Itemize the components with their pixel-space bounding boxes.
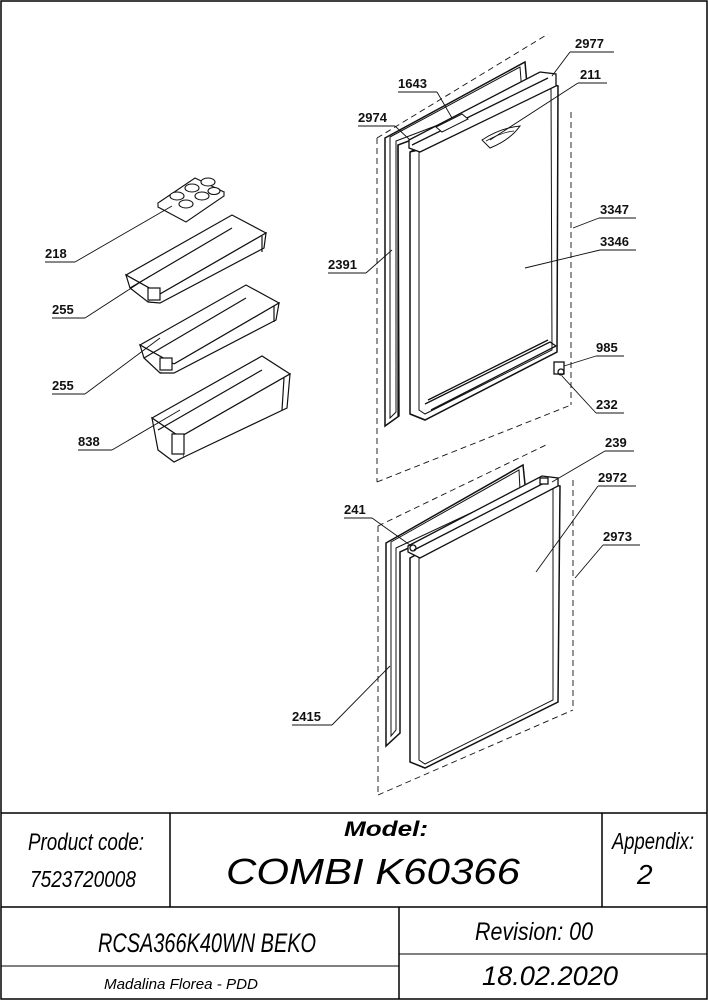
egg-tray-218 <box>156 177 226 223</box>
upper-door-panel <box>408 71 559 421</box>
upper-door-gasket <box>384 60 529 428</box>
product-name: RCSA366K40WN BEKO <box>98 928 316 958</box>
model-value: COMBI K60366 <box>226 851 521 892</box>
part-label-2391: 2391 <box>328 257 357 272</box>
part-label-2977: 2977 <box>575 36 604 51</box>
part-label-211: 211 <box>580 67 601 82</box>
part-label-255-lower: 255 <box>52 378 74 393</box>
appendix-label: Appendix: <box>610 828 694 854</box>
part-label-232: 232 <box>596 397 618 412</box>
door-bin-255-lower <box>138 284 281 374</box>
part-label-3346: 3346 <box>600 234 629 249</box>
part-label-255-upper: 255 <box>52 302 74 317</box>
product-code-label: Product code: <box>28 829 144 856</box>
part-label-241: 241 <box>344 502 366 517</box>
part-label-2972: 2972 <box>598 470 627 485</box>
appendix-value: 2 <box>636 859 653 890</box>
upper-door-guide-lines <box>376 33 572 483</box>
author-name: Madalina Florea - PDD <box>104 976 258 993</box>
model-label: Model: <box>344 818 428 841</box>
door-bin-838 <box>150 355 292 463</box>
lower-door-assembly <box>377 443 574 796</box>
part-label-985: 985 <box>596 340 618 355</box>
part-label-1643: 1643 <box>398 76 427 91</box>
part-label-2974: 2974 <box>358 110 388 125</box>
part-label-239: 239 <box>605 435 627 450</box>
lower-door-gasket <box>385 463 527 748</box>
lower-door-panel <box>407 475 561 769</box>
upper-door-assembly <box>376 33 572 483</box>
part-number-labels: 2977 211 1643 2974 3347 3346 218 2391 25… <box>45 36 632 724</box>
part-label-218: 218 <box>45 246 67 261</box>
lower-door-guide-lines <box>377 443 574 796</box>
revision-label: Revision: 00 <box>475 918 593 946</box>
part-label-3347: 3347 <box>600 202 629 217</box>
title-block <box>1 812 707 999</box>
part-label-2415: 2415 <box>292 709 321 724</box>
upper-door-hinge <box>553 361 565 376</box>
revision-date: 18.02.2020 <box>482 961 618 991</box>
product-code-value: 7523720008 <box>30 866 136 892</box>
part-label-2973: 2973 <box>603 529 632 544</box>
part-label-838: 838 <box>78 434 100 449</box>
door-bin-255-upper <box>124 214 268 304</box>
leader-lines <box>45 51 640 726</box>
